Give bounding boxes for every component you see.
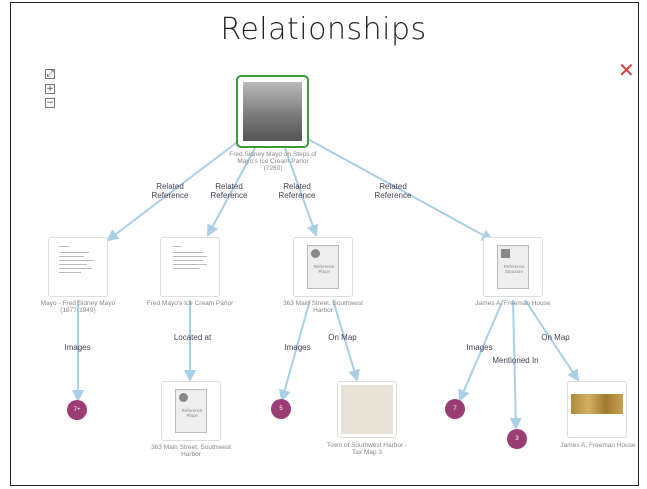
house-icon [501,249,510,258]
globe-icon [179,393,188,402]
edge-label-mentioned-in: Mentioned In [492,356,539,365]
node-label-parlor-document: Fred Mayo's Ice Cream Parlor [146,300,234,307]
globe-icon [311,249,320,258]
zoom-out-button[interactable]: − [45,98,55,108]
edge-label-images-2: Images [284,343,311,352]
edge-mentioned-in [509,299,522,430]
edge-label-related-2: Related Reference [210,182,248,200]
edge-images-2 [278,299,311,402]
node-located-place[interactable]: Reference Place [161,381,221,441]
map-thumbnail [341,385,393,434]
ref-card-label: Reference Place [313,264,335,274]
node-freeman-map[interactable] [567,381,627,438]
ref-card-label: Reference Structure [503,264,525,274]
node-label-main-street: 363 Main Street, Southwest Harbor [283,300,363,314]
edge-label-related-1: Related Reference [151,182,189,200]
root-node[interactable] [236,75,309,148]
edge-related-2 [207,147,256,237]
edge-label-related-3: Related Reference [278,182,316,200]
node-parlor-document[interactable] [160,237,220,297]
node-label-mayo-document: Mayo - Fred Sidney Mayo (1877-1949) [40,300,116,314]
count-badge-images-1[interactable]: 7+ [67,400,87,420]
edge-label-on-map-2: On Map [541,333,570,342]
node-tax-map[interactable] [337,381,397,438]
edge-on-map-1 [332,299,360,382]
node-main-street[interactable]: Reference Place [293,237,353,297]
edge-label-images-3: Images [466,343,493,352]
edge-related-1 [106,139,241,242]
node-label-tax-map: Town of Southwest Harbor - Tax Map 3 [326,442,408,456]
edge-label-related-4: Related Reference [374,182,412,200]
edge-label-located-at: Located at [173,333,212,342]
edge-images-3 [458,299,504,402]
edge-related-3 [284,147,319,237]
edge-label-on-map-1: On Map [328,333,357,342]
count-badge-images-3[interactable]: 7 [445,399,465,419]
root-node-label: Fred Sidney Mayo on Steps of Mayo's Ice … [229,151,317,172]
close-button[interactable]: ✕ [618,58,635,82]
edge-label-images-1: Images [64,343,91,352]
ref-card-label: Reference Place [181,408,203,418]
zoom-in-button[interactable]: + [45,84,55,94]
edge-on-map-2 [524,299,580,382]
root-photo [243,82,302,141]
node-label-freeman-house: James A. Freeman House [475,300,551,307]
count-badge-images-2[interactable]: 5 [271,399,291,419]
node-label-freeman-map: James A. Freeman House [560,442,636,449]
map-thumbnail [571,394,623,414]
fit-view-button[interactable]: ⤢ [45,69,55,79]
node-mayo-document[interactable] [48,237,108,297]
count-badge-mentioned-in[interactable]: 3 [507,429,527,449]
dialog-title: Relationships [220,12,427,47]
node-freeman-house[interactable]: Reference Structure [483,237,543,297]
edge-related-4 [305,137,494,241]
node-label-located-place: 363 Main Street, Southwest Harbor [151,444,231,458]
